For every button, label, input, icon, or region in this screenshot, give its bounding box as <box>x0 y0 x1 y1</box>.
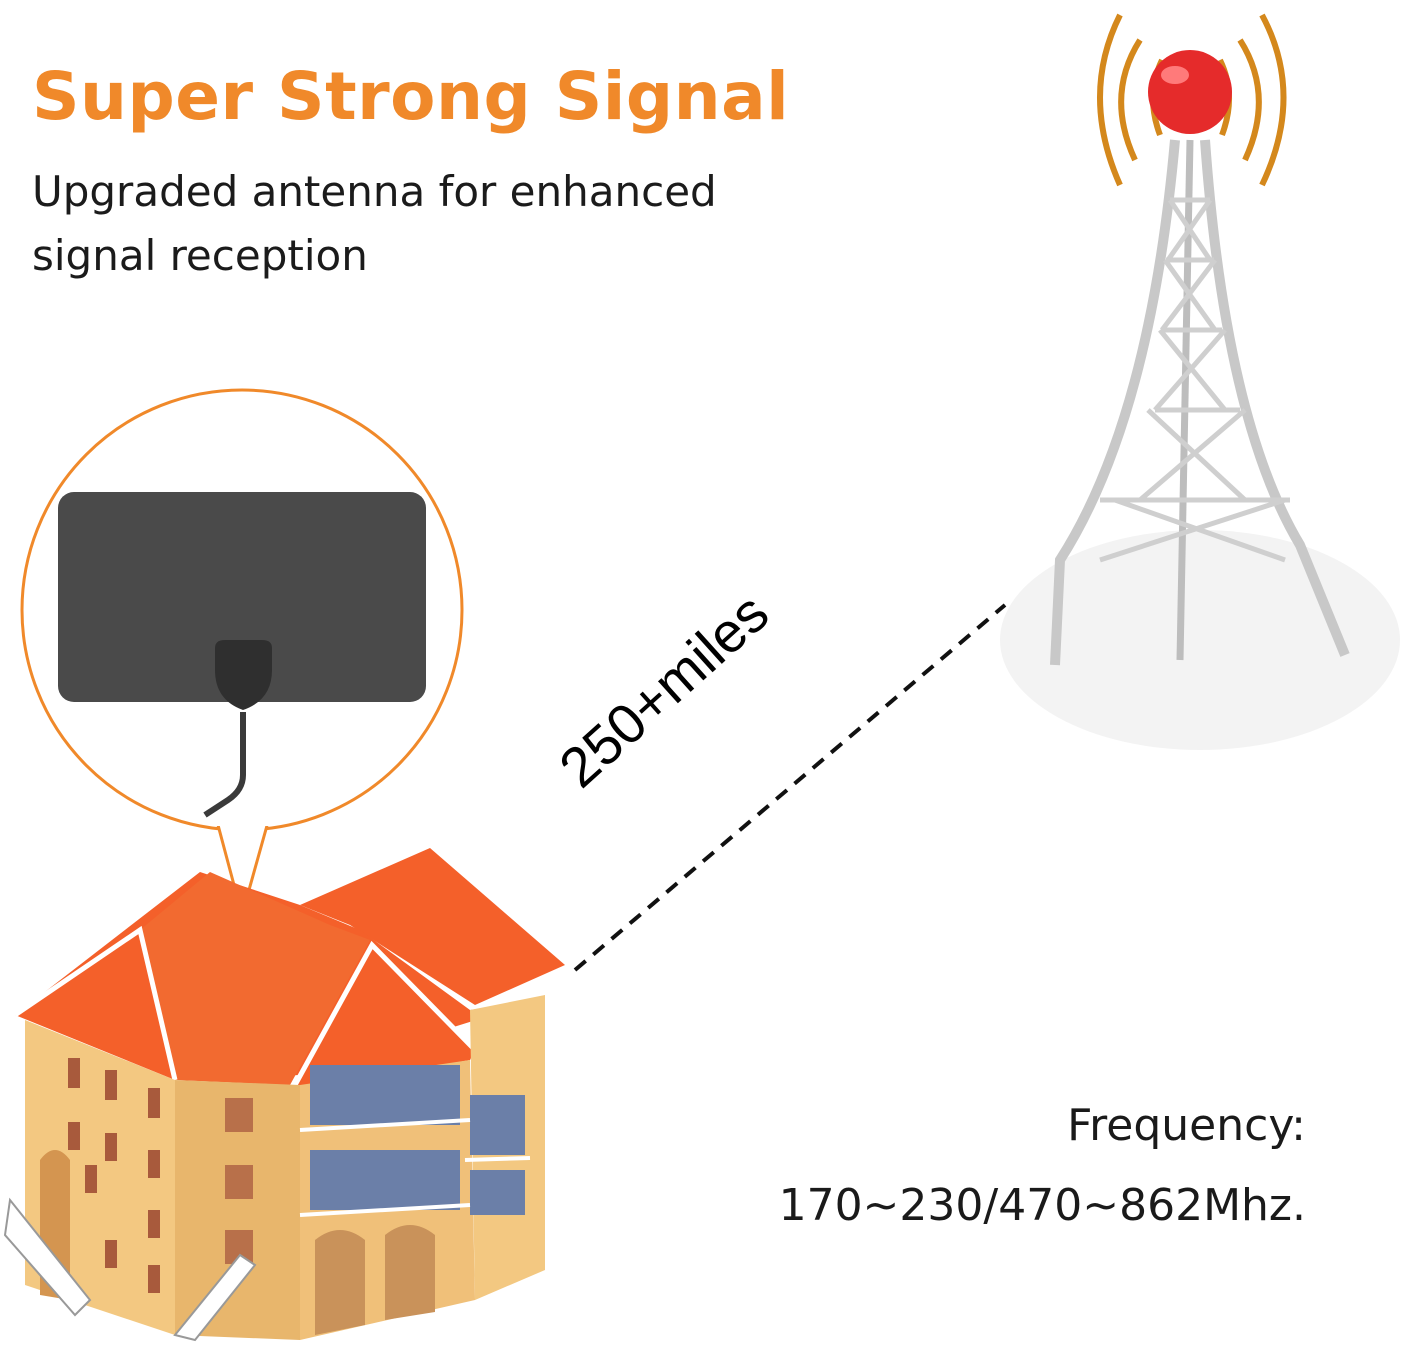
headline: Super Strong Signal <box>32 58 790 135</box>
house-icon <box>3 848 565 1342</box>
antenna-callout <box>20 388 464 921</box>
broadcast-tower-icon <box>1000 13 1400 750</box>
flat-antenna-icon <box>58 492 426 818</box>
frequency-value: 170~230/470~862Mhz. <box>778 1180 1306 1231</box>
signal-waves-icon <box>1097 13 1287 187</box>
subheadline: Upgraded antenna for enhanced signal rec… <box>32 167 717 280</box>
signal-link-line <box>573 603 1007 972</box>
frequency-label: Frequency: <box>1067 1100 1306 1151</box>
tower-beacon <box>1148 50 1232 134</box>
